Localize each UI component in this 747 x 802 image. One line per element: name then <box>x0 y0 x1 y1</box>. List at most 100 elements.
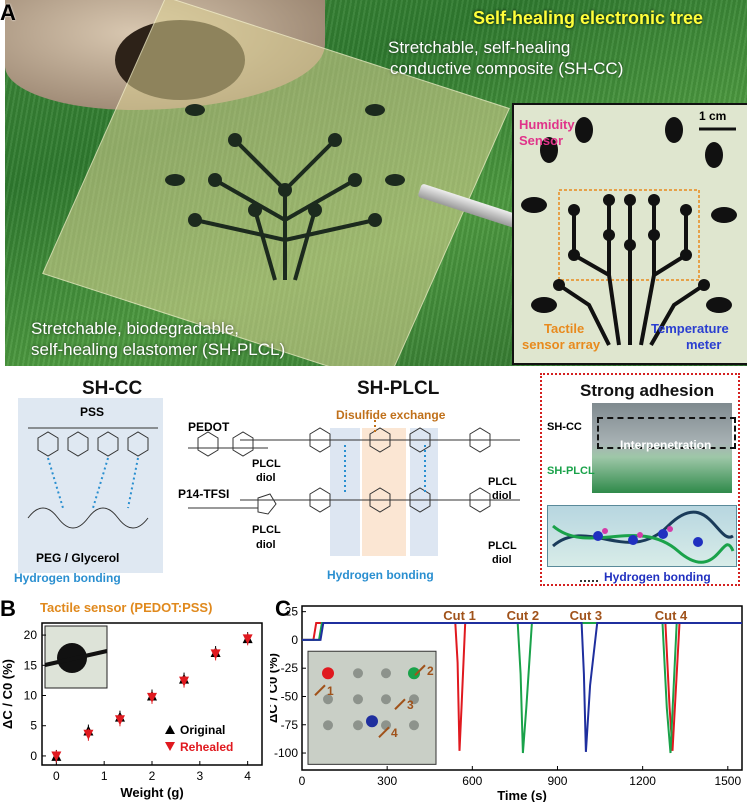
chart-c-inset-cut-mark <box>314 684 326 696</box>
strong-adhesion-box <box>540 373 740 586</box>
p14-tfsi-label: P14-TFSI <box>178 487 230 501</box>
sh-cc-structures <box>27 427 277 529</box>
chart-b-point <box>242 634 253 645</box>
chart-c-inset-electrode <box>353 694 363 705</box>
chart-c-xlabel: Time (s) <box>497 788 547 802</box>
chart-b-xtick-label: 1 <box>101 769 108 783</box>
chart-c-cut-annotation: Cut 1 <box>443 608 476 623</box>
chart-c-series-line <box>302 622 742 754</box>
chart-b-ytick-label: 0 <box>30 749 37 763</box>
sh-plcl-structures <box>240 420 520 513</box>
diol-label-a: diol <box>256 472 276 484</box>
chart-b-point <box>83 729 94 740</box>
chart-c-inset-electrode <box>353 668 363 679</box>
sh-cc-label-line2: conductive composite (SH-CC) <box>390 59 624 78</box>
chart-c-inset-cut-mark <box>378 726 390 738</box>
chart-c-inset-cut-mark <box>394 698 406 710</box>
inset-tree-drawing <box>521 117 737 346</box>
chart-c-inset-cut-mark <box>414 664 426 676</box>
temperature-label-2: meter <box>686 337 722 352</box>
chart-b-point <box>114 715 125 726</box>
chart-b-inset-photo <box>44 625 108 689</box>
chart-c-xtick-label: 300 <box>377 774 397 788</box>
chart-b-ytick-label: 20 <box>24 628 38 642</box>
panel-label-c: C <box>275 596 291 621</box>
sh-plcl-title: SH-PLCL <box>357 378 440 399</box>
chart-b-ytick-label: 5 <box>30 719 37 733</box>
chart-b-xlabel: Weight (g) <box>120 785 183 800</box>
chart-c-xtick-label: 900 <box>547 774 567 788</box>
diol-label-d: diol <box>492 554 512 566</box>
chart-b-point <box>147 692 157 703</box>
plcl-label-d: PLCL <box>488 540 517 552</box>
chart-b-legend-label: Original <box>180 723 225 737</box>
chart-c-inset-electrode <box>409 720 419 731</box>
chart-c-inset-electrode-red <box>322 667 334 680</box>
sh-cc-label-line1: Stretchable, self-healing <box>388 38 571 57</box>
chart-b-xtick-label: 3 <box>196 769 203 783</box>
tactile-label-2: sensor array <box>522 337 601 352</box>
hydrogen-bonding-label-2: Hydrogen bonding <box>327 568 434 582</box>
chart-c-inset-electrode <box>381 720 391 731</box>
chart-c-series-line <box>302 622 742 751</box>
plcl-label-c: PLCL <box>488 476 517 488</box>
adhesion-chains <box>552 510 735 564</box>
interpenetration-label: Interpenetration <box>620 438 712 452</box>
chart-c-ylabel: ΔC / C0 (%) <box>270 653 280 723</box>
chart-c-cut-annotation: Cut 4 <box>655 608 688 623</box>
chart-c-cut-annotation: Cut 2 <box>507 608 539 623</box>
chart-c-inset-electrode <box>409 694 419 705</box>
chart-c-inset-cut-label: 3 <box>407 698 414 712</box>
chart-b-ytick-label: 10 <box>24 689 38 703</box>
chart-c-ytick-label: -100 <box>274 746 298 760</box>
humidity-label-2: Sensor <box>519 133 564 148</box>
inset-schematic: 1 cm Humidity Sensor Tactile sensor arra… <box>512 103 747 365</box>
plcl-label-a: PLCL <box>252 458 281 470</box>
chart-b-ytick-label: 15 <box>24 658 38 672</box>
chart-b-inset-trace <box>44 649 108 667</box>
chart-c-xtick-label: 1200 <box>629 774 656 788</box>
chart-c-inset-electrode-blue <box>366 715 378 728</box>
chart-b-ylabel: ΔC / C0 (%) <box>0 659 15 729</box>
sh-cc-title: SH-CC <box>82 378 143 399</box>
hbond-legend-icon <box>580 572 598 582</box>
diol-label-b: diol <box>256 539 276 551</box>
chart-b-point <box>210 649 221 660</box>
chart-c-inset-cut-label: 2 <box>427 664 434 678</box>
chart-c-inset-electrode <box>323 720 333 731</box>
chart-c-cut-annotation: Cut 3 <box>570 608 603 623</box>
chart-c-series-line <box>302 622 742 752</box>
diol-label-c: diol <box>492 490 512 502</box>
peg-glycerol-label: PEG / Glycerol <box>36 551 120 565</box>
sh-plcl-label-line1: Stretchable, biodegradable, <box>31 319 239 338</box>
chart-c-inset-cut-label: 4 <box>391 726 398 740</box>
adhesion-shplcl-label: SH-PLCL <box>547 465 595 477</box>
adhesion-zoom <box>547 505 737 567</box>
chart-c-inset-electrode <box>353 720 363 731</box>
photo-title: Self-healing electronic tree <box>473 8 704 28</box>
hydrogen-bonding-label-1: Hydrogen bonding <box>14 571 121 585</box>
plcl-label-b: PLCL <box>252 524 281 536</box>
chart-c-inset-cut-label: 1 <box>327 684 334 698</box>
chart-b-title: Tactile sensor (PEDOT:PSS) <box>40 600 213 615</box>
chart-b-point <box>179 676 190 687</box>
interpenetration-dash-box <box>597 417 736 449</box>
circuit-pattern <box>165 104 405 281</box>
panel-label-a: A <box>0 0 16 25</box>
chart-b-xtick-label: 0 <box>53 769 60 783</box>
strong-adhesion-title: Strong adhesion <box>580 381 715 400</box>
tactile-label-1: Tactile <box>544 321 585 336</box>
pss-highlight <box>18 398 163 573</box>
chart-c-xtick-label: 600 <box>462 774 482 788</box>
temperature-label-1: Temperature <box>651 321 729 336</box>
disulfide-exchange-label: Disulfide exchange <box>336 408 446 422</box>
chart-c-inset-electrode <box>381 668 391 679</box>
pss-label: PSS <box>80 405 105 419</box>
chart-c-inset-electrode <box>381 694 391 705</box>
chart-b-xtick-label: 4 <box>244 769 251 783</box>
sh-plcl-label-line2: self-healing elastomer (SH-PLCL) <box>31 340 286 359</box>
chart-c-inset-electrode <box>323 694 333 705</box>
chart-b-legend-marker <box>165 725 175 734</box>
humidity-label-1: Humidity <box>519 117 575 132</box>
